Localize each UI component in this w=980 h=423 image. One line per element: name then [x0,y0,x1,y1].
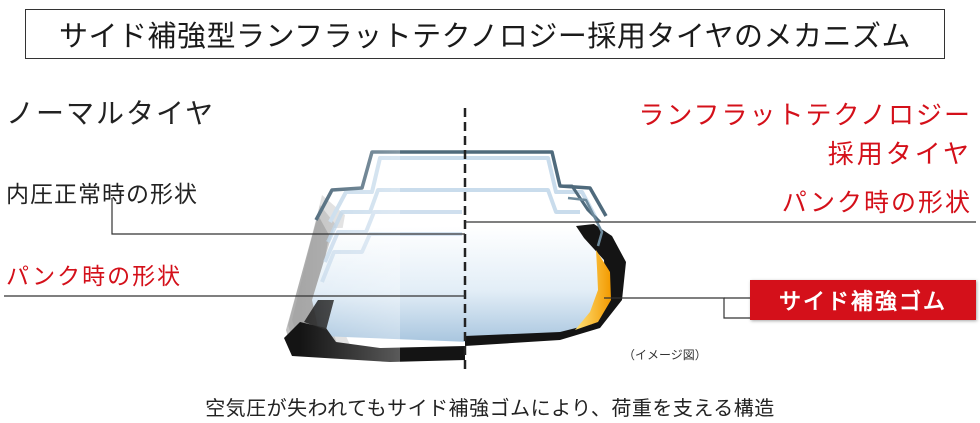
image-note: （イメージ図） [623,348,707,362]
runflat-heading-line2: 採用タイヤ [827,140,972,170]
runflat-tire-body [465,224,626,346]
runflat-heading-line1: ランフラットテクノロジー [638,101,972,131]
diagram-caption: 空気圧が失われてもサイド補強ゴムにより、荷重を支える構造 [205,396,775,420]
leader-lines [4,198,976,319]
runflat-flat-shape-label: パンク時の形状 [781,188,972,217]
diagram-title: サイド補強型ランフラットテクノロジー採用タイヤのメカニズム [58,19,912,53]
normal-inflated-shape-label: 内圧正常時の形状 [6,182,198,208]
reinforcement-badge: サイド補強ゴム [750,280,976,320]
sidewall-reinforcement [575,250,611,330]
normal-tire-heading: ノーマルタイヤ [6,97,216,130]
title-box: サイド補強型ランフラットテクノロジー採用タイヤのメカニズム [25,9,945,59]
normal-flat-shape-label: パンク時の形状 [6,264,183,290]
reinforcement-badge-label: サイド補強ゴム [778,290,947,315]
